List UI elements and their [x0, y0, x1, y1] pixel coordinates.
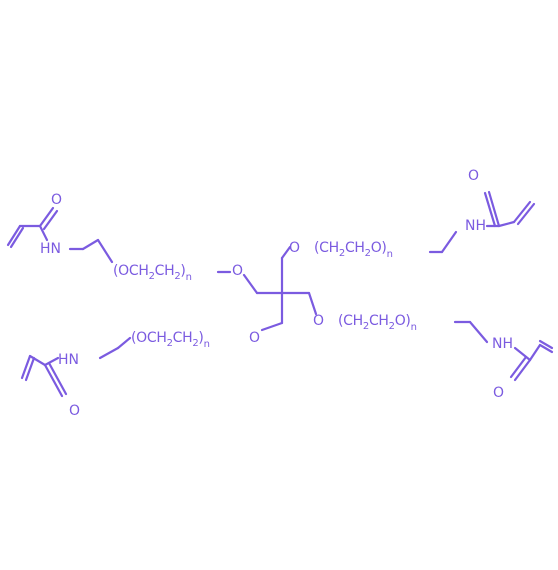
carbonyl-double-bond-tr: [487, 190, 501, 228]
carbonyl-double-bond-tr-2: [483, 191, 497, 228]
vinyl-bond-tr: [512, 200, 532, 224]
nh-carbonyl-bond-bl: [43, 356, 60, 367]
carbonyl-oxygen-bottom-left: O: [69, 403, 80, 419]
vinyl-carbonyl-bond-bl: [28, 354, 47, 367]
amide-nh-bottom-left: HN: [58, 352, 79, 368]
carbonyl-oxygen-top-right: O: [468, 168, 479, 184]
carbonyl-amide-bond: [38, 224, 49, 242]
carbonyl-double-bond-2: [42, 209, 59, 231]
amide-nh-bottom-right: NH: [492, 336, 513, 352]
ethyl-bond-tr: [440, 230, 458, 254]
vinyl-double-bond-br: [538, 339, 554, 350]
carbonyl-double-bond-bl: [43, 363, 64, 398]
core-bottom-right-oxygen-bond: [307, 291, 318, 316]
vinyl-carbonyl-bond-tr: [497, 220, 516, 228]
vinyl-bond-bl: [20, 354, 32, 380]
bond-lines: [6, 190, 554, 398]
carbonyl-oxygen-bottom-right: O: [493, 385, 504, 401]
peg-ethyl-bond-bl: [116, 336, 132, 350]
nh-carbonyl-bond-br: [513, 346, 532, 362]
vinyl-double-bond-bl: [24, 356, 36, 382]
carbonyl-double-bond-br-2: [509, 355, 528, 379]
carbonyl-double-bond-bl-2: [47, 361, 68, 396]
amide-nh-top-right: NH: [465, 218, 486, 234]
ether-oxygen-bottom-left: O: [249, 330, 260, 346]
peg-segment-bottom-left: (OCH2CH2)n: [131, 330, 210, 350]
ethyl-bond-bl: [98, 346, 120, 360]
vinyl-double-bond-tr: [516, 202, 536, 226]
ether-oxygen-top-left: O: [232, 263, 243, 279]
carbonyl-double-bond: [38, 206, 55, 228]
vinyl-bond: [6, 224, 22, 247]
amide-nh-top-left: HN: [40, 241, 61, 257]
vinyl-double-bond: [9, 226, 25, 249]
peg-segment-bottom-right: (CH2CH2O)n: [338, 313, 417, 333]
ether-oxygen-top-right: O: [289, 240, 300, 256]
ethyl-peg-bond: [96, 238, 114, 264]
ether-oxygen-bottom-right: O: [313, 313, 324, 329]
carbonyl-double-bond-br: [513, 358, 532, 382]
ethyl-bond: [81, 238, 100, 251]
carbonyl-oxygen-top-left: O: [51, 192, 62, 208]
peg-segment-top-right: (CH2CH2O)n: [314, 240, 393, 260]
core-bottom-left-oxygen-bond: [260, 321, 284, 332]
ether-core-bond: [242, 273, 259, 295]
vinyl-carbonyl-bond-br: [528, 343, 542, 362]
peg-segment-top-left: (OCH2CH2)n: [113, 263, 192, 283]
ethyl-bond-br: [468, 320, 489, 344]
core-top-oxygen-bond: [280, 245, 292, 260]
vinyl-bond-br: [538, 343, 554, 354]
